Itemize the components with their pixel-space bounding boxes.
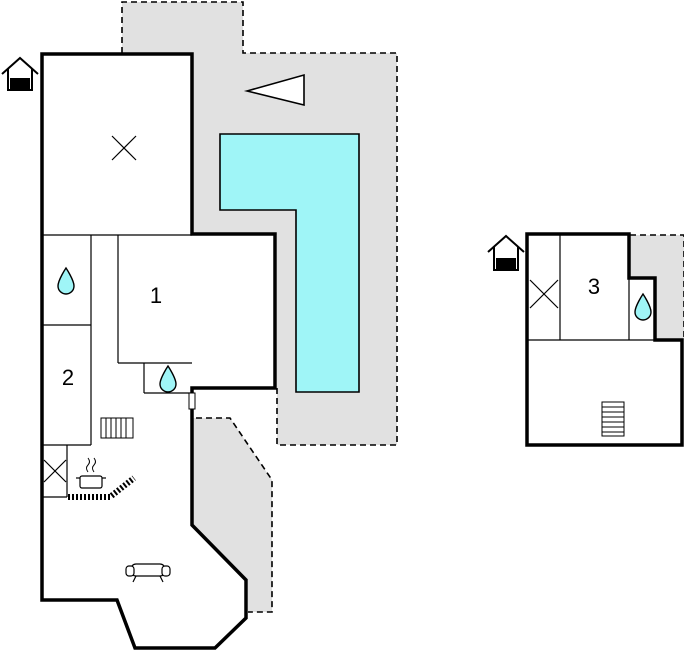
bed-cross-icon bbox=[111, 135, 137, 161]
water-drop-icon bbox=[57, 266, 75, 295]
radiator-icon bbox=[100, 417, 134, 439]
stove-pot-icon bbox=[76, 457, 106, 489]
main-house bbox=[40, 52, 277, 650]
room-label-1: 1 bbox=[150, 283, 162, 308]
room-label-3: 3 bbox=[588, 274, 600, 299]
terrace-annex bbox=[630, 234, 684, 340]
bed-cross-icon bbox=[529, 279, 559, 309]
house-entrance-icon bbox=[1, 56, 39, 91]
annex-house bbox=[525, 232, 684, 447]
staircase-icon bbox=[601, 401, 625, 437]
bed-cross-icon bbox=[43, 459, 67, 483]
terrace-arrow-icon bbox=[243, 73, 305, 107]
house-entrance-icon bbox=[487, 234, 525, 271]
sofa-icon bbox=[125, 563, 171, 583]
water-drop-icon bbox=[159, 364, 177, 393]
pool bbox=[219, 133, 360, 393]
kitchen-counter bbox=[68, 475, 136, 500]
room-label-2: 2 bbox=[62, 365, 74, 390]
terrace-lower bbox=[193, 417, 273, 613]
water-drop-icon bbox=[634, 292, 652, 321]
